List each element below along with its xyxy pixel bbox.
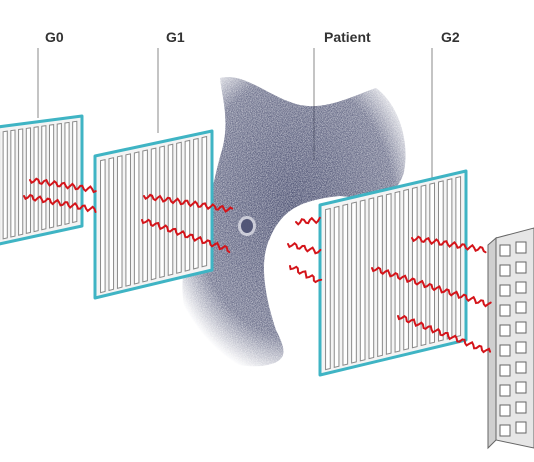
detector-pixels [499, 241, 527, 437]
xray-wave-icon [289, 265, 323, 284]
grating-slit [133, 151, 140, 285]
grating-slit [403, 188, 409, 351]
grating-slit [108, 157, 115, 292]
detector-pixel [499, 284, 511, 297]
detector-pixel [499, 304, 511, 317]
grating-slit [420, 184, 427, 347]
grating-slit [64, 121, 70, 225]
grating-slit [325, 207, 331, 371]
grating-slit [56, 122, 62, 227]
xray-wave-icon [397, 314, 492, 354]
xray-wave-icon [287, 241, 322, 255]
grating-slit [176, 141, 182, 274]
detector-pixel [499, 364, 511, 377]
nipple-icon [238, 216, 256, 236]
xray-wave-icon [411, 235, 487, 254]
detector-pixel [499, 264, 511, 277]
grating-slit [368, 197, 375, 360]
detector-pixel [499, 324, 511, 337]
grating-slit [411, 186, 418, 349]
xray-wave-icon [23, 193, 97, 213]
grating-g1 [93, 129, 214, 300]
detector-pixel [515, 281, 527, 294]
grating-slit [201, 135, 208, 268]
detector-pixel [499, 424, 511, 437]
grating-slit [342, 203, 349, 366]
grating-slit [333, 205, 340, 369]
grating-slit [18, 128, 24, 236]
detector-pixel [515, 421, 527, 434]
grating-slit [167, 143, 174, 277]
label-patient: Patient [324, 29, 371, 45]
patient-torso [182, 77, 406, 367]
label-g0: G0 [45, 29, 64, 45]
xray-wave-icon [371, 266, 492, 308]
detector-pixel [515, 401, 527, 414]
grating-slit [377, 195, 383, 358]
patient-icon [182, 77, 406, 367]
grating-slit [142, 149, 148, 283]
grating-slit [455, 175, 462, 338]
label-g1: G1 [166, 29, 185, 45]
xray-wave-icon [29, 177, 97, 194]
xray-wave-icon [141, 218, 231, 254]
grating-slit [351, 201, 357, 364]
detector-pixel [515, 321, 527, 334]
grating-g0 [0, 114, 84, 246]
xray-waves [23, 177, 492, 354]
detector-pixel [499, 384, 511, 397]
grating-slit [184, 139, 191, 272]
xray-wave-icon [295, 216, 321, 226]
grating-g2-frame [318, 169, 468, 377]
detector-pixel [515, 341, 527, 354]
grating-slit [394, 190, 401, 353]
detector-pixel [515, 261, 527, 274]
detector-pixel [499, 244, 511, 257]
label-g2: G2 [441, 29, 460, 45]
detector-pixel [499, 344, 511, 357]
detector-pixel [515, 361, 527, 374]
grating-slit [150, 147, 157, 281]
detector-pixel [515, 381, 527, 394]
grating-slit [429, 182, 436, 344]
grating-slit [100, 158, 106, 294]
detector-side [487, 236, 497, 450]
grating-slit [438, 180, 444, 342]
grating-slit [116, 155, 123, 289]
grating-slit [359, 199, 366, 362]
detector-pixel [515, 301, 527, 314]
leader-lines [37, 48, 433, 178]
grating-slit [2, 130, 8, 240]
grating-slit [446, 178, 453, 340]
grating-g2 [318, 169, 468, 377]
grating-slit [72, 120, 78, 224]
grating-slit [159, 145, 165, 279]
grating-slit [41, 125, 47, 231]
detector-pixel [499, 404, 511, 417]
grating-slit [10, 129, 16, 238]
detector-pixel [515, 241, 527, 254]
grating-slit [48, 124, 55, 229]
grating-slit [125, 153, 131, 287]
grating-g1-slits [100, 135, 208, 294]
pixel-detector-icon [487, 227, 534, 450]
xray-wave-icon [143, 193, 234, 213]
